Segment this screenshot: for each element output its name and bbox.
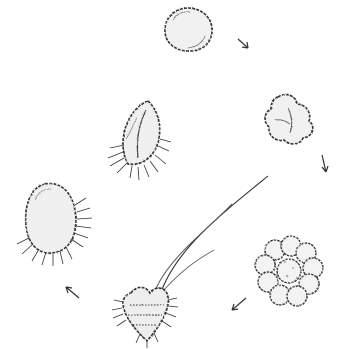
spindle-larva-icon <box>108 101 171 180</box>
ciliated-oval-icon <box>17 184 92 266</box>
round-cell-icon <box>165 8 212 51</box>
arrow-icon <box>322 155 328 172</box>
stage-1-round-cell <box>165 8 212 51</box>
stage-4-heart-shaped-larva <box>112 176 268 348</box>
arrow-icon <box>238 39 248 48</box>
arrow-icon <box>232 298 246 310</box>
stage-5-ciliated-oval <box>17 184 92 266</box>
arrow-icon <box>66 287 79 298</box>
stage-3-morula-cluster <box>255 236 323 306</box>
stage-6-spindle-larva <box>108 101 171 180</box>
lobed-cell-icon <box>265 95 313 144</box>
stage-2-two-lobed-cell <box>265 95 313 144</box>
morula-icon <box>255 236 323 306</box>
flagellated-larva-icon <box>112 176 268 348</box>
